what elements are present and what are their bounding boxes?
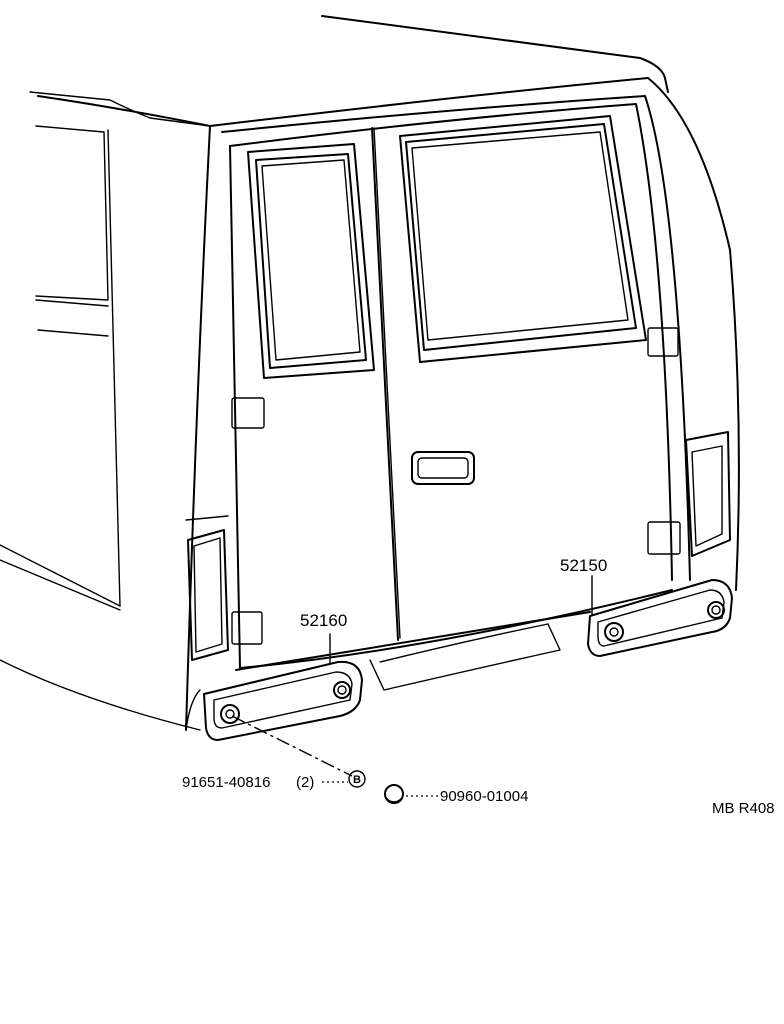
fastener-marker-letter: B <box>353 774 361 786</box>
plug-icon <box>384 784 404 804</box>
leader-lines <box>231 575 593 797</box>
rear-lower-panel <box>185 611 591 731</box>
fastener-quantity: (2) <box>296 774 314 791</box>
bumper-guard-left <box>203 660 363 741</box>
tail-lamps <box>185 431 731 661</box>
part-number-52160: 52160 <box>300 611 347 630</box>
bumper-guard-right <box>587 579 733 657</box>
right-door-window <box>399 115 681 555</box>
van-body-outline <box>0 15 740 731</box>
left-door-window <box>231 143 375 645</box>
part-number-52150: 52150 <box>560 556 607 575</box>
plug-part-number: 90960-01004 <box>440 788 528 805</box>
fastener-part-number: 91651-40816 <box>182 774 270 791</box>
diagram-code: MB R408 <box>712 800 775 817</box>
fastener-marker-b: B <box>348 770 366 788</box>
